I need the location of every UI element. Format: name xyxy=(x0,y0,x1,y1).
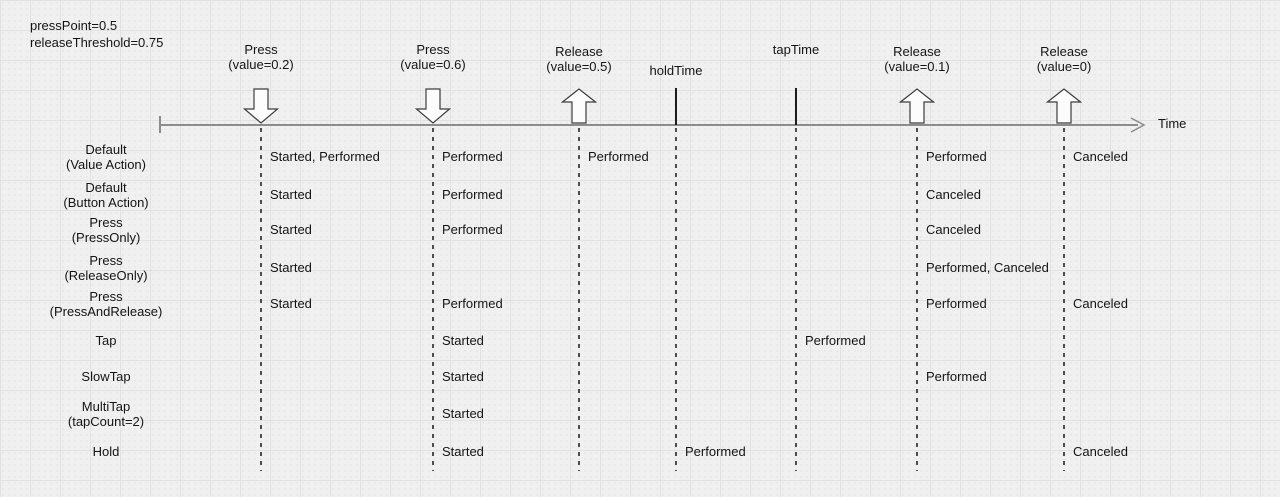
row-label-line: (PressOnly) xyxy=(71,230,141,245)
column-label-line: Release xyxy=(555,44,603,59)
event-tap-taptime: Performed xyxy=(805,333,866,348)
row-label-line: Hold xyxy=(92,444,120,459)
column-label-line: Release xyxy=(1040,44,1088,59)
column-label-release-value-0: Release(value=0) xyxy=(989,44,1139,74)
press-value-0-2-dashed-guideline xyxy=(260,128,262,471)
event-press-pressandrelease-release-value-0-1: Performed xyxy=(926,296,987,311)
event-default-value-action-release-value-0: Canceled xyxy=(1073,149,1128,164)
release-value-0-1-dashed-guideline xyxy=(916,128,918,471)
column-label-press-value-0-2: Press(value=0.2) xyxy=(186,42,336,72)
time-axis-arrowhead-icon xyxy=(1130,117,1146,133)
row-label-default-value-action: Default(Value Action) xyxy=(8,142,204,172)
row-label-line: Default xyxy=(85,180,127,195)
row-label-default-button-action: Default(Button Action) xyxy=(8,180,204,210)
row-label-line: MultiTap xyxy=(81,399,131,414)
parameters-note: pressPoint=0.5 releaseThreshold=0.75 xyxy=(30,17,163,51)
event-press-pressandrelease-press-value-0-6: Performed xyxy=(442,296,503,311)
event-tap-press-value-0-6: Started xyxy=(442,333,484,348)
release-value-0-5-dashed-guideline xyxy=(578,128,580,471)
release-value-0-1-arrow-up-icon xyxy=(899,88,935,124)
event-default-value-action-release-value-0-1: Performed xyxy=(926,149,987,164)
row-label-line: (Value Action) xyxy=(66,157,146,172)
event-multitap-tapcount-2-press-value-0-6: Started xyxy=(442,406,484,421)
param-releasethreshold: releaseThreshold=0.75 xyxy=(30,35,164,50)
event-press-pressonly-release-value-0-1: Canceled xyxy=(926,222,981,237)
event-default-value-action-release-value-0-5: Performed xyxy=(588,149,649,164)
row-label-multitap-tapcount-2: MultiTap(tapCount=2) xyxy=(8,399,204,429)
event-press-pressandrelease-release-value-0: Canceled xyxy=(1073,296,1128,311)
time-axis-line xyxy=(160,124,1138,126)
release-value-0-arrow-up-icon xyxy=(1046,88,1082,124)
press-value-0-6-arrow-down-icon xyxy=(415,88,451,124)
column-label-line: tapTime xyxy=(772,42,820,57)
row-label-line: Press xyxy=(89,289,123,304)
column-label-taptime: tapTime xyxy=(721,42,871,57)
row-label-hold: Hold xyxy=(8,444,204,459)
column-label-line: holdTime xyxy=(649,63,703,78)
event-hold-release-value-0: Canceled xyxy=(1073,444,1128,459)
holdtime-tick-mark xyxy=(675,88,677,125)
row-label-line: SlowTap xyxy=(81,369,131,384)
row-label-press-pressonly: Press(PressOnly) xyxy=(8,215,204,245)
column-label-line: Press xyxy=(244,42,278,57)
column-label-press-value-0-6: Press(value=0.6) xyxy=(358,42,508,72)
event-press-pressonly-press-value-0-2: Started xyxy=(270,222,312,237)
event-default-value-action-press-value-0-2: Started, Performed xyxy=(270,149,380,164)
param-presspoint: pressPoint=0.5 xyxy=(30,18,118,33)
column-label-line: Press xyxy=(416,42,450,57)
event-default-button-action-release-value-0-1: Canceled xyxy=(926,187,981,202)
release-value-0-dashed-guideline xyxy=(1063,128,1065,471)
event-slowtap-press-value-0-6: Started xyxy=(442,369,484,384)
row-label-line: (Button Action) xyxy=(63,195,149,210)
taptime-dashed-guideline xyxy=(795,128,797,471)
event-press-pressandrelease-press-value-0-2: Started xyxy=(270,296,312,311)
row-label-line: Tap xyxy=(95,333,117,348)
time-axis-label: Time xyxy=(1158,116,1187,131)
row-label-tap: Tap xyxy=(8,333,204,348)
holdtime-dashed-guideline xyxy=(675,128,677,471)
row-label-line: (tapCount=2) xyxy=(67,414,145,429)
event-slowtap-release-value-0-1: Performed xyxy=(926,369,987,384)
event-hold-holdtime: Performed xyxy=(685,444,746,459)
column-label-line: (value=0) xyxy=(1036,59,1092,74)
row-label-press-releaseonly: Press(ReleaseOnly) xyxy=(8,253,204,283)
column-label-line: Release xyxy=(893,44,941,59)
column-label-line: (value=0.6) xyxy=(400,57,466,72)
row-label-press-pressandrelease: Press(PressAndRelease) xyxy=(8,289,204,319)
press-value-0-2-arrow-down-icon xyxy=(243,88,279,124)
column-label-line: (value=0.2) xyxy=(228,57,294,72)
release-value-0-5-arrow-up-icon xyxy=(561,88,597,124)
row-label-line: Default xyxy=(85,142,127,157)
event-press-releaseonly-release-value-0-1: Performed, Canceled xyxy=(926,260,1049,275)
time-axis-start-cap xyxy=(159,116,161,133)
column-label-line: (value=0.1) xyxy=(884,59,950,74)
event-default-value-action-press-value-0-6: Performed xyxy=(442,149,503,164)
event-hold-press-value-0-6: Started xyxy=(442,444,484,459)
event-press-pressonly-press-value-0-6: Performed xyxy=(442,222,503,237)
row-label-line: Press xyxy=(89,253,123,268)
event-press-releaseonly-press-value-0-2: Started xyxy=(270,260,312,275)
press-value-0-6-dashed-guideline xyxy=(432,128,434,471)
column-label-release-value-0-1: Release(value=0.1) xyxy=(842,44,992,74)
column-label-holdtime: holdTime xyxy=(601,63,751,78)
taptime-tick-mark xyxy=(795,88,797,125)
row-label-slowtap: SlowTap xyxy=(8,369,204,384)
column-label-release-value-0-5: Release(value=0.5) xyxy=(504,44,654,74)
row-label-line: (ReleaseOnly) xyxy=(64,268,148,283)
event-default-button-action-press-value-0-6: Performed xyxy=(442,187,503,202)
column-label-line: (value=0.5) xyxy=(546,59,612,74)
event-default-button-action-press-value-0-2: Started xyxy=(270,187,312,202)
row-label-line: (PressAndRelease) xyxy=(49,304,163,319)
row-label-line: Press xyxy=(89,215,123,230)
